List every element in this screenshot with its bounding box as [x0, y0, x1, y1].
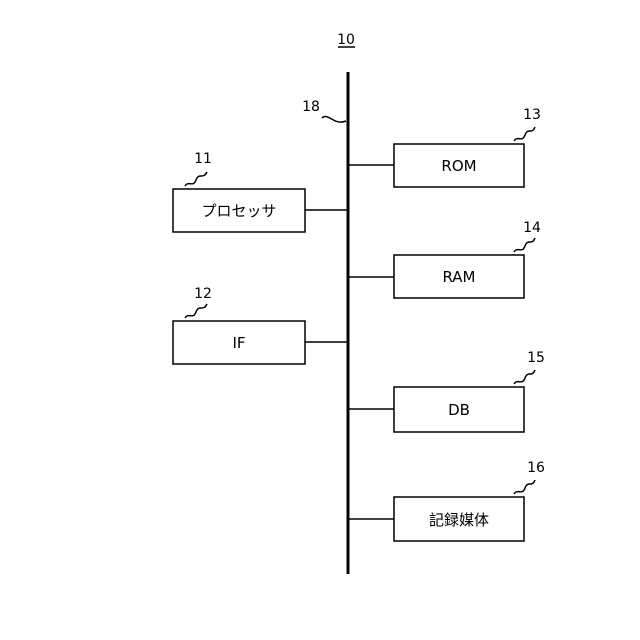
processor-ref-number: 11: [194, 151, 212, 167]
bus-ref-number: 18: [302, 99, 320, 115]
rom-label: ROM: [441, 157, 476, 175]
db-label: DB: [448, 401, 470, 419]
storage-ref-number: 16: [527, 460, 545, 476]
storage-leader-line: [514, 480, 535, 494]
rom-ref-number: 13: [523, 107, 541, 123]
rom-leader-line: [514, 127, 535, 141]
ram-ref-number: 14: [523, 220, 541, 236]
interface-leader-line: [185, 304, 207, 318]
processor-leader-line: [185, 172, 207, 186]
ram-leader-line: [514, 238, 535, 252]
bus-leader-line: [322, 116, 346, 122]
storage-label: 記録媒体: [429, 511, 489, 529]
processor-label: プロセッサ: [201, 202, 276, 220]
interface-label: IF: [232, 334, 245, 352]
db-leader-line: [514, 370, 535, 384]
interface-ref-number: 12: [194, 286, 212, 302]
ram-label: RAM: [442, 268, 475, 286]
db-ref-number: 15: [527, 350, 545, 366]
figure-number: 10: [337, 32, 355, 48]
